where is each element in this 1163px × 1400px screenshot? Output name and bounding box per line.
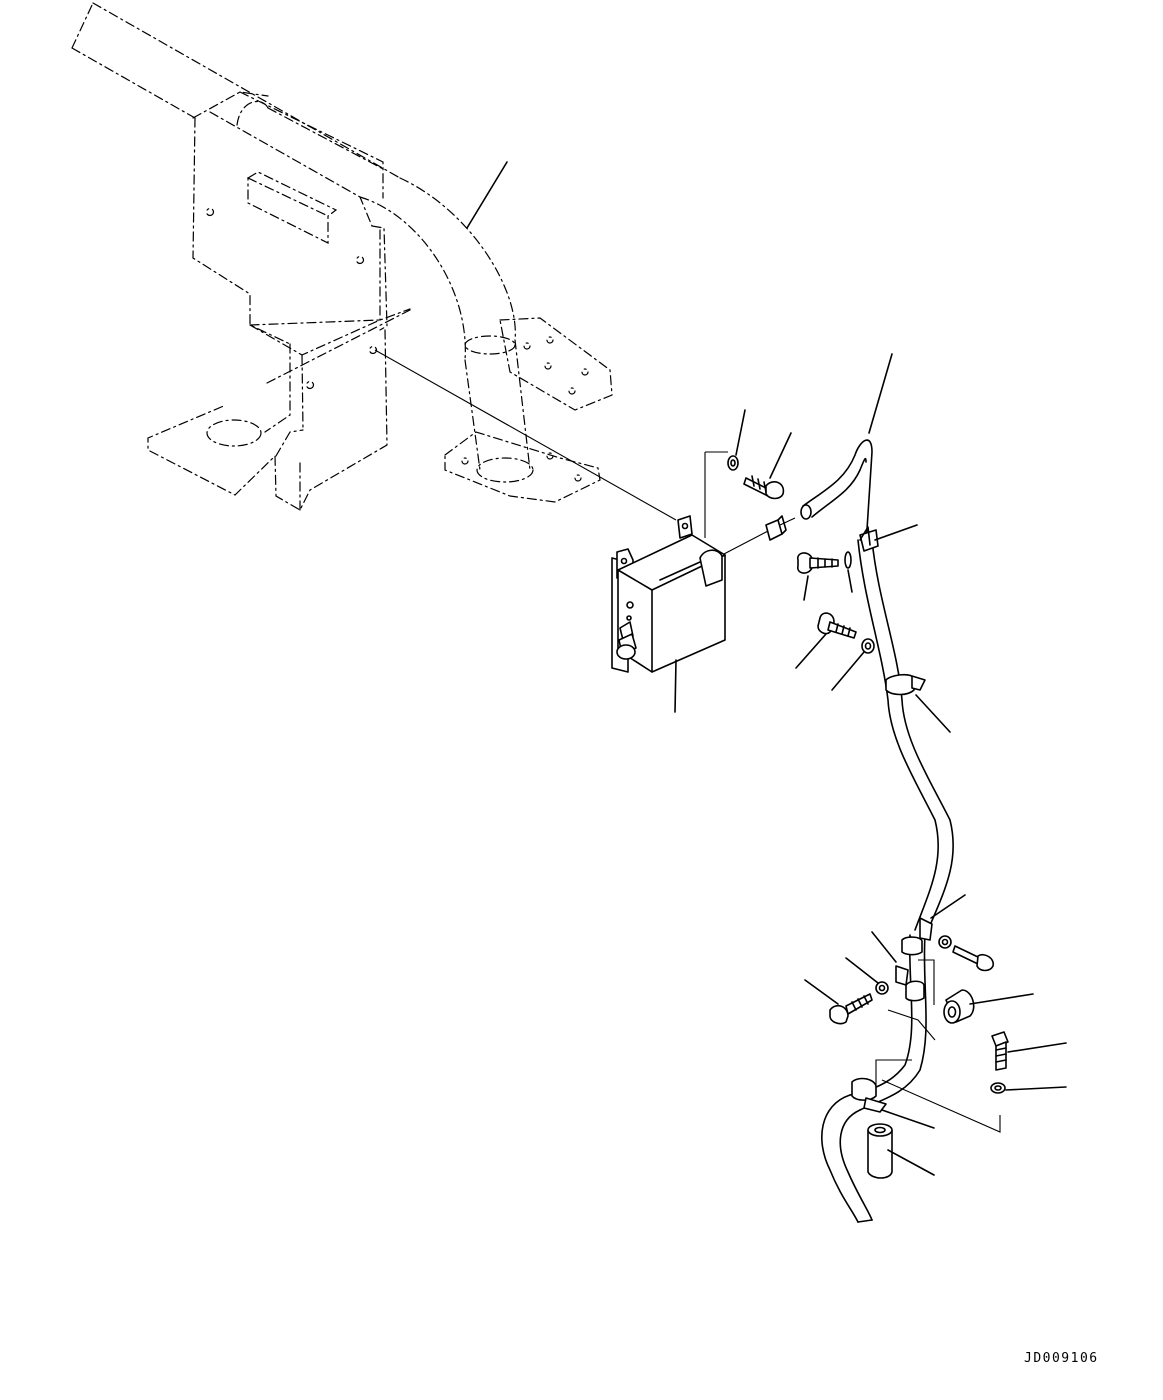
bolts	[727, 409, 1067, 1071]
drawing-code: JD009106	[1024, 1351, 1099, 1366]
handrail-pipe	[359, 161, 613, 503]
washers	[990, 1082, 1067, 1094]
attachment-lines	[374, 349, 796, 556]
spacers	[867, 989, 1034, 1179]
frame-ghost	[71, 2, 411, 511]
control-box	[611, 515, 726, 713]
clamps	[851, 524, 1001, 1133]
tube-line	[800, 353, 954, 1223]
